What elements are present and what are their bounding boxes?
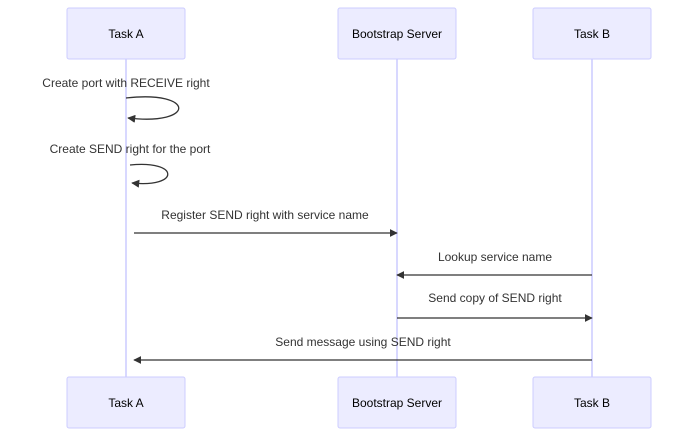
- message-send-copy: Send copy of SEND right: [397, 291, 593, 322]
- message-label: Send copy of SEND right: [428, 291, 562, 305]
- actor-label: Task B: [574, 396, 610, 410]
- message-label: Lookup service name: [438, 250, 552, 264]
- message-label: Create SEND right for the port: [50, 142, 211, 156]
- message-register-send-right: Register SEND right with service name: [134, 208, 398, 237]
- actor-task-a-bottom: Task A: [66, 376, 186, 429]
- self-arrow: [125, 96, 180, 123]
- actor-task-a-top: Task A: [66, 7, 186, 60]
- actor-task-b-top: Task B: [532, 7, 652, 60]
- actor-label: Task A: [108, 27, 143, 41]
- actor-label: Task A: [108, 396, 143, 410]
- actor-label: Bootstrap Server: [352, 396, 442, 410]
- actor-bootstrap-server-top: Bootstrap Server: [337, 7, 457, 60]
- message-label: Send message using SEND right: [275, 335, 451, 349]
- actor-label: Task B: [574, 27, 610, 41]
- actor-label: Bootstrap Server: [352, 27, 442, 41]
- message-lookup-service: Lookup service name: [396, 250, 592, 279]
- actor-task-b-bottom: Task B: [532, 376, 652, 429]
- message-label: Create port with RECEIVE right: [42, 76, 210, 90]
- message-label: Register SEND right with service name: [161, 208, 369, 222]
- message-send-message: Send message using SEND right: [133, 335, 592, 364]
- self-arrow: [129, 163, 169, 188]
- actor-bootstrap-server-bottom: Bootstrap Server: [337, 376, 457, 429]
- message-create-send-right: Create SEND right for the port: [50, 142, 211, 188]
- message-create-port: Create port with RECEIVE right: [42, 76, 210, 123]
